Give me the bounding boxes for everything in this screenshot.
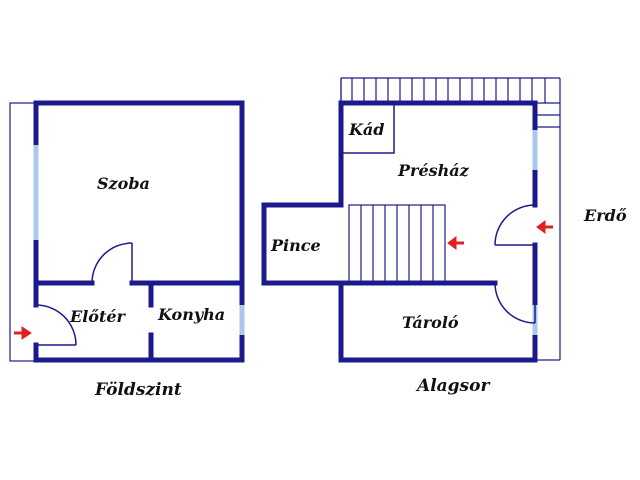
- room-label-konyha: Konyha: [158, 305, 226, 324]
- ground-entrance-door: [35, 304, 77, 346]
- kad-box: [340, 102, 395, 154]
- basement-entrance-arrow: [536, 220, 553, 234]
- room-label-pince: Pince: [271, 236, 321, 255]
- ground-inner-door: [91, 242, 133, 284]
- room-label-preshaz: Présház: [398, 161, 469, 180]
- outside-label-erdo: Erdő: [584, 206, 627, 225]
- top-stairs: [340, 78, 560, 128]
- floor-caption-foldszint: Földszint: [95, 380, 182, 400]
- preshaz-door: [494, 204, 536, 246]
- inner-stairs: [348, 204, 446, 284]
- floor-caption-alagsor: Alagsor: [417, 376, 490, 396]
- taroló-door: [494, 282, 536, 324]
- room-label-szoba: Szoba: [97, 174, 150, 193]
- room-label-tarolo: Tároló: [402, 313, 459, 332]
- ground-windows: [33, 145, 245, 335]
- basement-walls: [261, 100, 538, 363]
- room-label-eloter: Előtér: [70, 307, 125, 326]
- ground-entrance-arrow: [14, 326, 32, 340]
- room-label-kad: Kád: [349, 120, 385, 139]
- basement: [261, 77, 561, 363]
- stairs-arrow: [447, 236, 464, 250]
- ground-floor: [9, 100, 245, 363]
